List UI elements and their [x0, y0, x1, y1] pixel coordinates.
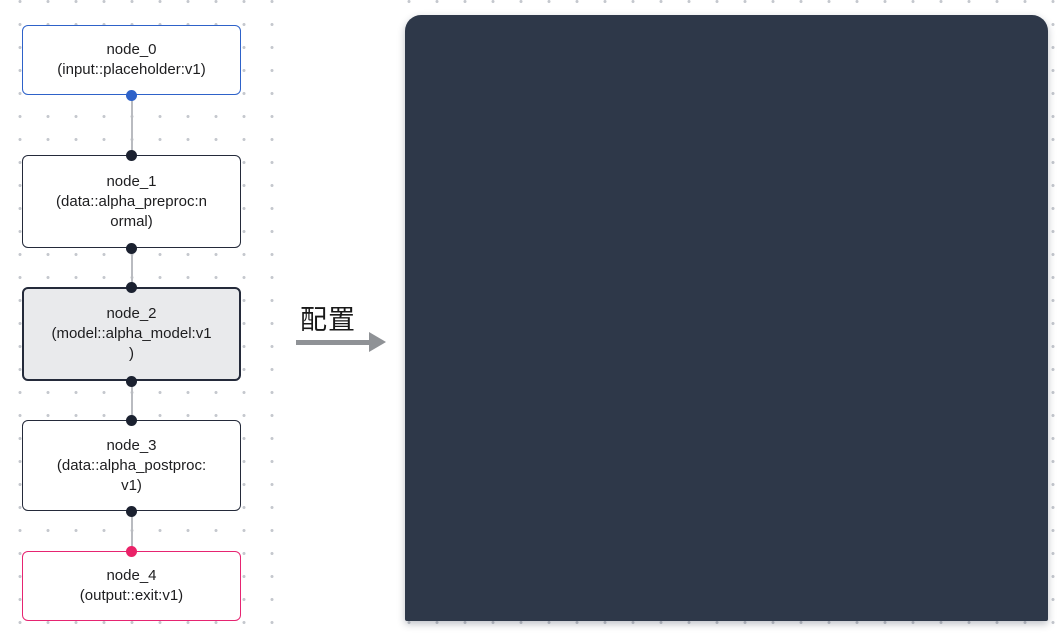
graph-node-node1[interactable]: node_1 (data::alpha_preproc:n ormal): [22, 155, 241, 248]
edge-node0-node1: [130, 95, 133, 155]
port-node3-in[interactable]: [126, 414, 137, 426]
port-node2-out[interactable]: [126, 375, 137, 387]
node-title: node_4: [106, 567, 157, 584]
node-subtitle: (output::exit:v1): [79, 587, 184, 604]
node-subtitle: (data::alpha_preproc:n: [56, 192, 207, 210]
node-subtitle: (model::alpha_model:v1: [51, 325, 212, 342]
graph-node-node4[interactable]: node_4 (output::exit:v1): [22, 551, 241, 621]
edge-node2-node3: [130, 381, 133, 420]
edge-node3-node4: [130, 511, 133, 551]
node-properties-panel: [405, 15, 1048, 621]
graph-node-node2-selected[interactable]: node_2 (model::alpha_model:v1 ): [22, 287, 241, 381]
graph-node-node3[interactable]: node_3 (data::alpha_postproc: v1): [22, 420, 241, 511]
edge-node1-node2: [130, 248, 133, 287]
configure-arrow-head: [369, 332, 386, 352]
port-node2-in[interactable]: [126, 281, 137, 293]
port-node1-out[interactable]: [126, 242, 137, 254]
node-subtitle: ): [129, 345, 134, 362]
graph-node-node0[interactable]: node_0 (input::placeholder:v1): [22, 25, 241, 95]
node-subtitle: (data::alpha_postproc:: [56, 456, 207, 474]
port-node0-out[interactable]: [126, 89, 137, 101]
node-title: node_1: [106, 172, 157, 190]
node-subtitle: ormal): [110, 212, 153, 230]
node-title: node_2: [106, 305, 157, 322]
port-node4-in[interactable]: [126, 545, 137, 557]
port-node3-out[interactable]: [126, 505, 137, 517]
node-title: node_3: [106, 436, 157, 454]
configure-label: 配置: [300, 305, 356, 335]
node-subtitle: (input::placeholder:v1): [57, 61, 206, 78]
node-subtitle: v1): [121, 476, 142, 494]
port-node1-in[interactable]: [126, 149, 137, 161]
node-title: node_0: [106, 41, 157, 58]
configure-arrow: [296, 340, 371, 345]
